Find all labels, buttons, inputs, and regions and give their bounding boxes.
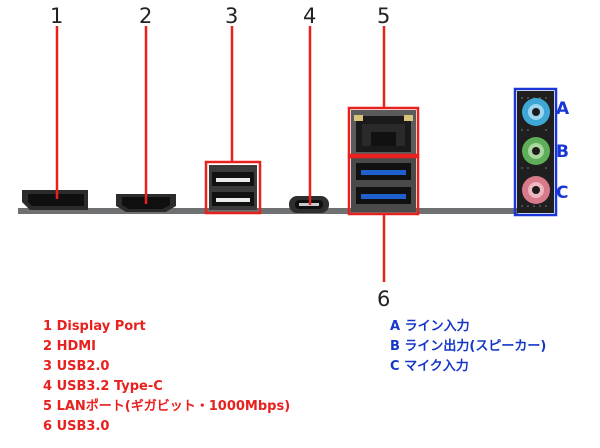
panel-edge (18, 208, 518, 214)
line-in-jack (522, 98, 550, 126)
legend-item-port-6: 6 USB3.0 (43, 419, 110, 434)
audio-label-b: B (556, 142, 569, 162)
highlight-box-audio (513, 87, 558, 217)
legend-item-port-4: 4 USB3.2 Type-C (43, 379, 163, 394)
legend-item-audio-b: B ライン出力(スピーカー) (390, 339, 547, 354)
audio-label-c: C (556, 183, 569, 203)
callout-number-2: 2 (139, 4, 153, 28)
usb3-ports (351, 157, 416, 212)
legend-item-port-3: 3 USB2.0 (43, 359, 110, 374)
ports-legend: 1 Display Port 2 HDMI 3 USB2.0 4 USB3.2 … (43, 317, 290, 437)
callout-number-5: 5 (377, 4, 391, 28)
legend-item-audio-a: A ライン入力 (390, 319, 470, 334)
highlight-box-usb2 (204, 160, 262, 215)
usb2-ports (209, 165, 257, 210)
legend-item-port-1: 1 Display Port (43, 319, 146, 334)
highlight-box-lan (347, 106, 420, 159)
legend-item-audio-c: C マイク入力 (390, 359, 469, 374)
highlight-boxes (204, 106, 420, 216)
legend-item-port-2: 2 HDMI (43, 339, 97, 354)
callout-number-4: 4 (303, 4, 317, 28)
callout-number-3: 3 (225, 4, 239, 28)
line-out-jack (522, 137, 550, 165)
audio-label-a: A (556, 99, 570, 119)
callout-number-6: 6 (377, 287, 391, 311)
callout-number-1: 1 (50, 4, 64, 28)
highlight-box-usb3 (347, 153, 420, 216)
audio-legend: A ライン入力 B ライン出力(スピーカー) C マイク入力 (390, 317, 546, 377)
displayport-port (22, 190, 88, 210)
legend-item-port-5: 5 LANポート(ギガビット・1000Mbps) (43, 399, 291, 414)
callout-leader-lines (55, 26, 386, 282)
mic-in-jack (522, 176, 550, 204)
lan-port (351, 110, 416, 156)
audio-jacks (517, 91, 554, 213)
